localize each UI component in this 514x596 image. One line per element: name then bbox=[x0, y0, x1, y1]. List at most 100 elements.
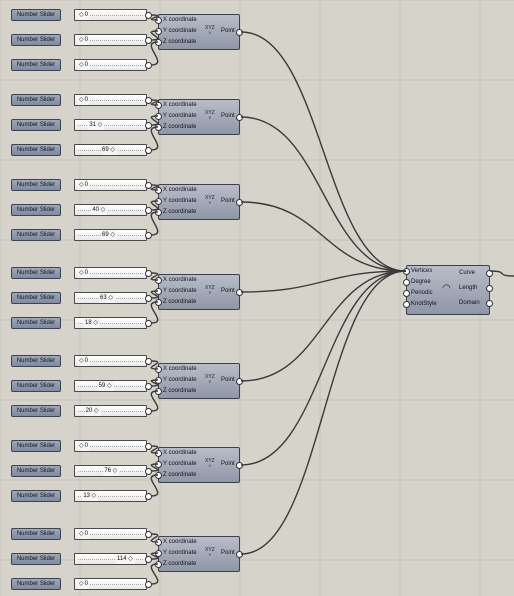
slider-track[interactable]: 31 ◇ bbox=[74, 119, 147, 131]
point-output-port[interactable] bbox=[236, 378, 243, 385]
slider-knob-icon[interactable]: ◇ bbox=[108, 232, 115, 238]
slider-knob-icon[interactable]: ◇ bbox=[90, 493, 97, 499]
slider-track[interactable]: 76 ◇ bbox=[74, 465, 147, 477]
slider-output-port[interactable] bbox=[145, 468, 152, 475]
z-coordinate-input-port[interactable] bbox=[155, 124, 162, 131]
y-coordinate-input-port[interactable] bbox=[155, 550, 162, 557]
slider-track[interactable]: ◇0 bbox=[74, 59, 147, 71]
z-coordinate-input-port[interactable] bbox=[155, 209, 162, 216]
curve-component-body[interactable]: Vertices Degree Periodic KnotStyle ◠ Cur… bbox=[406, 265, 490, 315]
slider-output-port[interactable] bbox=[145, 556, 152, 563]
slider-track[interactable]: 59 ◇ bbox=[74, 380, 147, 392]
slider-track[interactable]: 18 ◇ bbox=[74, 317, 147, 329]
slider-output-port[interactable] bbox=[145, 12, 152, 19]
interpolate-curve-component[interactable]: Vertices Degree Periodic KnotStyle ◠ Cur… bbox=[403, 265, 493, 315]
slider-knob-icon[interactable]: ◇ bbox=[79, 531, 84, 537]
slider-output-port[interactable] bbox=[145, 581, 152, 588]
x-coordinate-input-port[interactable] bbox=[155, 366, 162, 373]
x-coordinate-input-port[interactable] bbox=[155, 450, 162, 457]
slider-knob-icon[interactable]: ◇ bbox=[79, 358, 84, 364]
slider-knob-icon[interactable]: ◇ bbox=[108, 147, 115, 153]
slider-output-port[interactable] bbox=[145, 207, 152, 214]
slider-track[interactable]: ◇0 bbox=[74, 94, 147, 106]
slider-track[interactable]: 63 ◇ bbox=[74, 292, 147, 304]
point-output-port[interactable] bbox=[236, 289, 243, 296]
slider-track[interactable]: 69 ◇ bbox=[74, 144, 147, 156]
point-output-port[interactable] bbox=[236, 199, 243, 206]
slider-track[interactable]: ◇0 bbox=[74, 578, 147, 590]
point-output-port[interactable] bbox=[236, 29, 243, 36]
slider-output-port[interactable] bbox=[145, 443, 152, 450]
slider-knob-icon[interactable]: ◇ bbox=[106, 295, 113, 301]
slider-output-port[interactable] bbox=[145, 383, 152, 390]
slider-knob-icon[interactable]: ◇ bbox=[105, 383, 112, 389]
z-coordinate-input-port[interactable] bbox=[155, 561, 162, 568]
slider-track[interactable]: ◇0 bbox=[74, 355, 147, 367]
slider-track[interactable]: ◇0 bbox=[74, 34, 147, 46]
slider-output-port[interactable] bbox=[145, 147, 152, 154]
domain-output-port[interactable] bbox=[486, 300, 493, 307]
slider-knob-icon[interactable]: ◇ bbox=[99, 207, 106, 213]
x-coordinate-input-port[interactable] bbox=[155, 17, 162, 24]
x-coordinate-input-port[interactable] bbox=[155, 277, 162, 284]
slider-output-port[interactable] bbox=[145, 122, 152, 129]
z-coordinate-input-port[interactable] bbox=[155, 39, 162, 46]
slider-knob-icon[interactable]: ◇ bbox=[79, 97, 84, 103]
slider-output-port[interactable] bbox=[145, 37, 152, 44]
slider-track[interactable]: ◇0 bbox=[74, 9, 147, 21]
slider-track[interactable]: ◇0 bbox=[74, 267, 147, 279]
curve-output-port[interactable] bbox=[486, 270, 493, 277]
x-coordinate-input-port[interactable] bbox=[155, 102, 162, 109]
length-output-port[interactable] bbox=[486, 285, 493, 292]
y-coordinate-input-port[interactable] bbox=[155, 113, 162, 120]
y-coordinate-input-port[interactable] bbox=[155, 377, 162, 384]
y-coordinate-input-port[interactable] bbox=[155, 28, 162, 35]
z-coordinate-input-port[interactable] bbox=[155, 472, 162, 479]
vertices-input-port[interactable] bbox=[403, 268, 410, 275]
slider-knob-icon[interactable]: ◇ bbox=[79, 182, 84, 188]
slider-track[interactable]: 40 ◇ bbox=[74, 204, 147, 216]
point-output-port[interactable] bbox=[236, 551, 243, 558]
degree-input-port[interactable] bbox=[403, 279, 410, 286]
z-coordinate-input-port[interactable] bbox=[155, 299, 162, 306]
slider-track[interactable]: 69 ◇ bbox=[74, 229, 147, 241]
slider-knob-icon[interactable]: ◇ bbox=[79, 581, 84, 587]
slider-output-port[interactable] bbox=[145, 408, 152, 415]
point-output-port[interactable] bbox=[236, 462, 243, 469]
x-coordinate-input-port[interactable] bbox=[155, 187, 162, 194]
slider-knob-icon[interactable]: ◇ bbox=[79, 62, 84, 68]
slider-knob-icon[interactable]: ◇ bbox=[79, 12, 84, 18]
slider-track[interactable]: ◇0 bbox=[74, 179, 147, 191]
y-coordinate-input-port[interactable] bbox=[155, 288, 162, 295]
slider-output-port[interactable] bbox=[145, 531, 152, 538]
slider-knob-icon[interactable]: ◇ bbox=[79, 37, 84, 43]
slider-track[interactable]: 13 ◇ bbox=[74, 490, 147, 502]
point-output-port[interactable] bbox=[236, 114, 243, 121]
slider-track[interactable]: ◇0 bbox=[74, 440, 147, 452]
slider-knob-icon[interactable]: ◇ bbox=[79, 443, 84, 449]
knotstyle-input-port[interactable] bbox=[403, 301, 410, 308]
slider-output-port[interactable] bbox=[145, 97, 152, 104]
slider-knob-icon[interactable]: ◇ bbox=[92, 408, 99, 414]
slider-knob-icon[interactable]: ◇ bbox=[126, 556, 133, 562]
slider-output-port[interactable] bbox=[145, 270, 152, 277]
periodic-input-port[interactable] bbox=[403, 290, 410, 297]
y-coordinate-input-port[interactable] bbox=[155, 461, 162, 468]
slider-output-port[interactable] bbox=[145, 493, 152, 500]
y-coordinate-input-port[interactable] bbox=[155, 198, 162, 205]
slider-output-port[interactable] bbox=[145, 62, 152, 69]
